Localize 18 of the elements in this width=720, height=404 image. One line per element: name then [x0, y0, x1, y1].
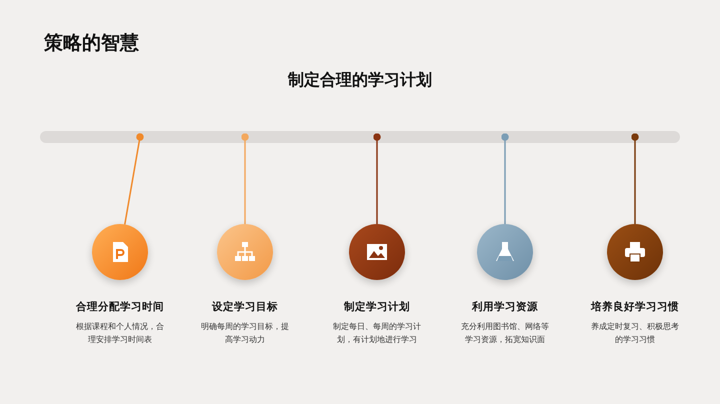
step-heading: 培养良好学习习惯 [591, 300, 679, 314]
connector-line [241, 133, 249, 224]
step-heading: 利用学习资源 [472, 300, 538, 314]
step-heading: 合理分配学习时间 [76, 300, 164, 314]
step-description: 充分利用图书馆、网络等学习资源，拓宽知识面 [460, 321, 550, 346]
timeline-bar [40, 131, 680, 143]
subtitle: 制定合理的学习计划 [286, 70, 433, 91]
connector-line [501, 133, 509, 224]
step-description: 根据课程和个人情况，合理安排学习时间表 [75, 321, 165, 346]
page-title: 策略的智慧 [44, 31, 139, 56]
connector-line [373, 133, 381, 224]
step-description: 养成定时复习、积极思考的学习习惯 [590, 321, 680, 346]
step-description: 制定每日、每周的学习计划，有计划地进行学习 [332, 321, 422, 346]
step-heading: 制定学习计划 [344, 300, 410, 314]
step-heading: 设定学习目标 [212, 300, 278, 314]
connector-line [631, 133, 639, 224]
step-description: 明确每周的学习目标，提高学习动力 [200, 321, 290, 346]
connector-line [124, 133, 144, 225]
